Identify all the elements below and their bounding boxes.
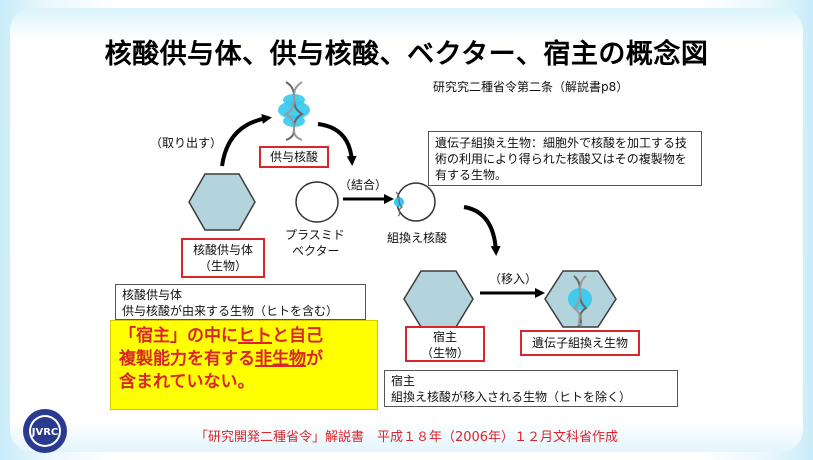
slide-footer: 「研究開発二種省令」解説書 平成１８年（2006年）１２月文科省作成 [194,430,619,445]
note-text-human: ヒト [238,326,272,346]
recombinant-label: 組換え核酸 [387,231,448,245]
note-line-1: 「宿主」の中にヒトと自己 [119,325,369,348]
recombinant-dna-icon [394,191,404,217]
note-text-6: が [306,349,323,369]
gmo-dna-icon [568,275,592,327]
donor-definition-title: 核酸供与体 [122,288,183,302]
donor-box: 核酸供与体 （生物） [181,238,265,278]
jvrc-logo: JVRC [23,409,67,453]
gmo-definition-box: 遺伝子組換え生物：細胞外で核酸を加工する技術の利用により得られた核酸又はその複製… [428,131,702,186]
donor-definition-box: 核酸供与体 供与核酸が由来する生物（ヒトを含む） [115,284,366,320]
host-definition-text: 組換え核酸が移入される生物（ヒトを除く） [391,390,632,404]
gmo-box-label: 遺伝子組換え生物 [531,336,628,350]
donor-box-line-1: 核酸供与体 [192,243,253,257]
host-exclusion-note: 「宿主」の中にヒトと自己 複製能力を有する非生物が 含まれていない。 [110,320,378,410]
note-text-7: 含まれていない。 [119,372,255,392]
host-box-line-2: （生物） [420,346,469,360]
host-box: 宿主 （生物） [405,326,485,362]
reference-label: 研究究二種省令第二条（解説書p8） [433,80,629,94]
donor-definition-text: 供与核酸が由来する生物（ヒトを含む） [122,304,339,318]
note-text-3: と自己 [272,326,323,346]
host-definition-title: 宿主 [391,374,416,388]
transfer-curve-arrow [463,205,501,256]
donor-hexagon [188,173,256,231]
bind-label: （結合） [339,178,388,192]
gmo-box: 遺伝子組換え生物 [520,330,640,356]
host-box-line-1: 宿主 [432,330,457,344]
donated-nucleic-acid-box: 供与核酸 [259,146,329,168]
note-line-3: 含まれていない。 [119,371,369,394]
donate-arrow [317,122,357,166]
host-hexagon [403,270,474,328]
slide-title: 核酸供与体、供与核酸、ベクター、宿主の概念図 [104,39,709,70]
extract-arrow [220,113,272,167]
donated-nucleic-acid-label: 供与核酸 [269,150,318,164]
plasmid-circle [295,181,339,223]
plasmid-label-2: ベクター [292,244,340,258]
transfer-label: （移入） [489,272,538,286]
logo-text: JVRC [31,427,59,438]
host-definition-box: 宿主 組換え核酸が移入される生物（ヒトを除く） [384,370,678,407]
note-text-1: 「宿主」の中に [119,326,238,346]
extract-label: （取り出す） [150,136,223,150]
note-text-4: 複製能力を有する [119,349,255,369]
plasmid-label-1: プラスミド [285,228,345,242]
note-text-nonliving: 非生物 [255,349,306,369]
gmo-definition-text: 遺伝子組換え生物：細胞外で核酸を加工する技術の利用により得られた核酸又はその複製… [435,136,688,182]
donor-box-line-2: （生物） [198,259,247,273]
dna-icon [278,81,310,141]
note-line-2: 複製能力を有する非生物が [119,348,369,371]
